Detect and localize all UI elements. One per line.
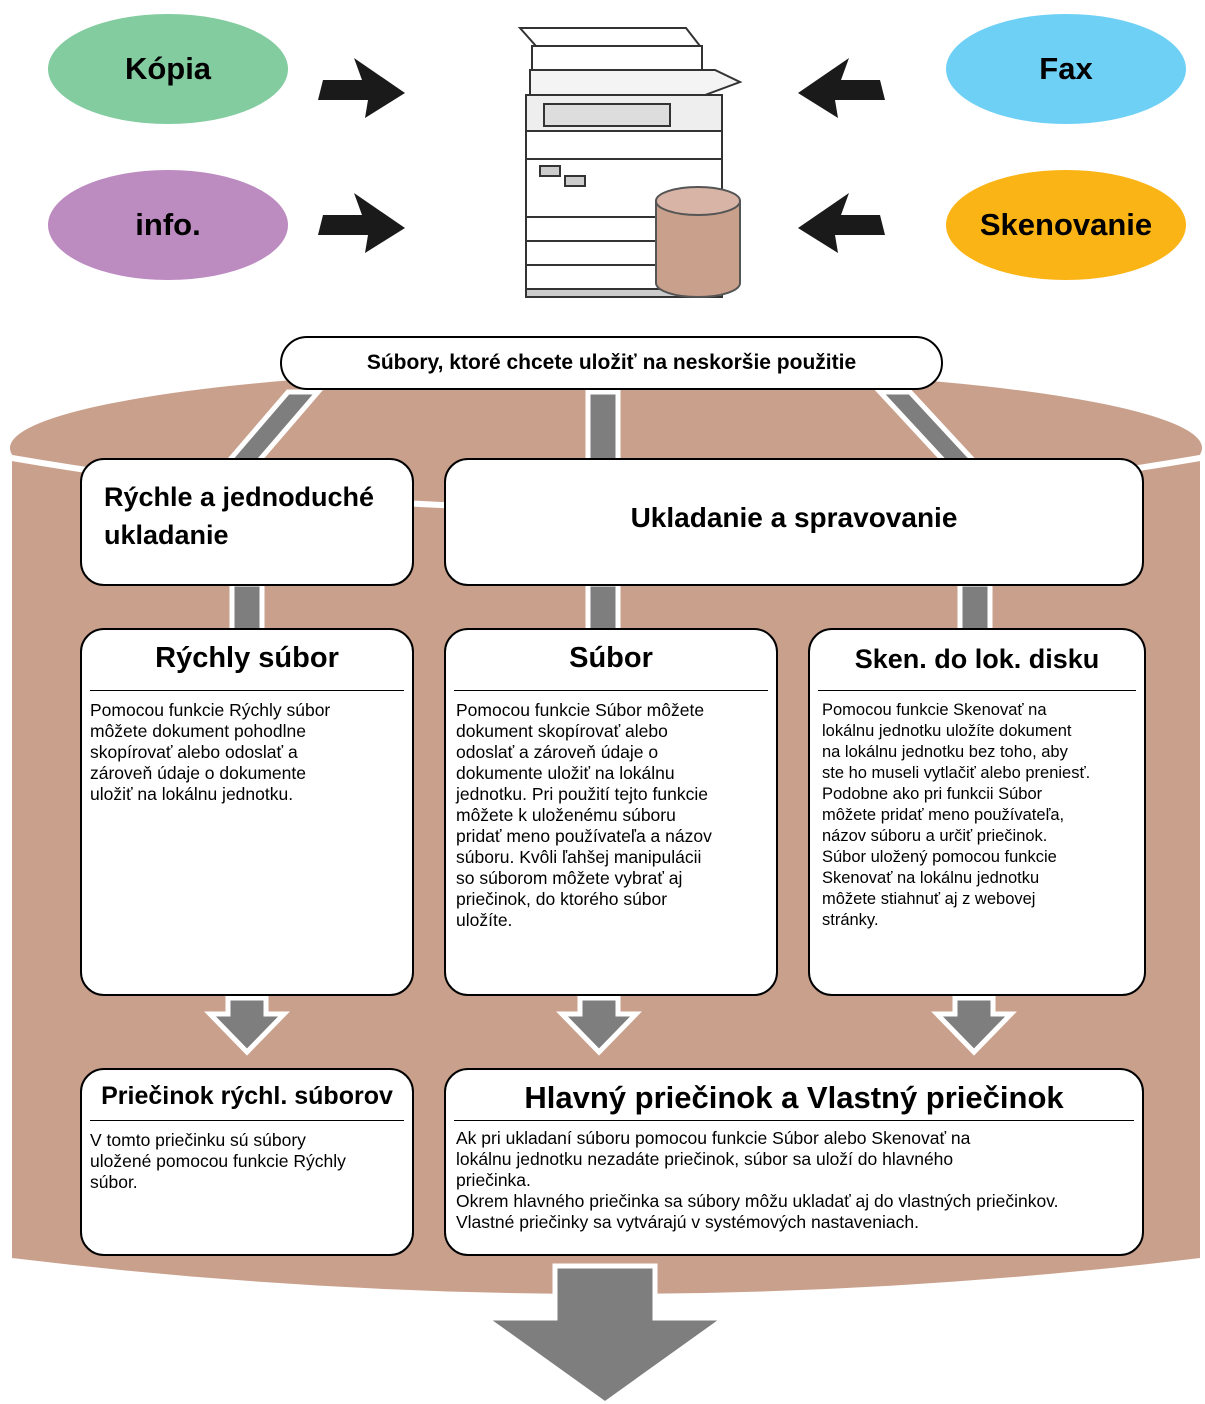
quick-file-text: Pomocou funkcie Rýchly súbor môžete doku… <box>90 700 331 804</box>
scan-local-text: Pomocou funkcie Skenovať na lokálnu jedn… <box>822 701 1091 929</box>
storage-label: Súbory, ktoré chcete uložiť na neskoršie… <box>280 336 943 390</box>
file-title: Súbor <box>569 642 653 674</box>
file-divider <box>454 690 768 691</box>
store-manage-box: Ukladanie a spravovanie <box>444 458 1144 586</box>
down-arrow-file <box>556 995 642 1056</box>
source-kopia-label: Kópia <box>124 51 212 86</box>
main-folder-box: Hlavný priečinok a Vlastný priečinok Ak … <box>444 1068 1144 1256</box>
source-info-label: info. <box>135 207 201 242</box>
quick-store-title: Rýchle a jednoduché ukladanie <box>104 482 375 550</box>
source-info: info. <box>48 170 288 280</box>
quick-folder-divider <box>90 1120 404 1121</box>
arrow-kopia <box>318 58 405 118</box>
quick-file-divider <box>90 690 404 691</box>
connector-file <box>585 581 621 637</box>
store-manage-title: Ukladanie a spravovanie <box>630 502 958 533</box>
arrow-skenovanie <box>798 193 885 253</box>
scan-local-title: Sken. do lok. disku <box>854 644 1100 674</box>
quick-folder-box: Priečinok rýchl. súborov V tomto priečin… <box>80 1068 414 1256</box>
quick-file-title: Rýchly súbor <box>155 642 339 674</box>
bottom-arrow <box>477 1263 733 1404</box>
file-text: Pomocou funkcie Súbor môžete dokument sk… <box>456 700 712 930</box>
scan-local-box: Sken. do lok. disku Pomocou funkcie Sken… <box>808 628 1146 996</box>
connector-quick <box>229 581 265 637</box>
down-arrow-quick <box>204 995 290 1056</box>
main-folder-title: Hlavný priečinok a Vlastný priečinok <box>524 1080 1064 1115</box>
source-kopia: Kópia <box>48 14 288 124</box>
main-folder-text: Ak pri ukladaní súboru pomocou funkcie S… <box>456 1128 1059 1232</box>
connector-scan <box>957 581 993 637</box>
source-fax: Fax <box>946 14 1186 124</box>
down-arrow-scan <box>931 995 1017 1056</box>
source-fax-label: Fax <box>1039 51 1093 86</box>
source-skenovanie: Skenovanie <box>946 170 1186 280</box>
quick-store-box: Rýchle a jednoduché ukladanie <box>80 458 414 586</box>
scan-local-divider <box>818 690 1136 691</box>
arrow-fax <box>798 58 885 118</box>
quick-folder-text: V tomto priečinku sú súbory uložené pomo… <box>90 1130 346 1192</box>
quick-file-box: Rýchly súbor Pomocou funkcie Rýchly súbo… <box>80 628 414 996</box>
arrow-info <box>318 193 405 253</box>
main-folder-divider <box>454 1120 1134 1121</box>
quick-folder-title: Priečinok rýchl. súborov <box>101 1082 393 1110</box>
source-skenovanie-label: Skenovanie <box>979 207 1153 242</box>
file-box: Súbor Pomocou funkcie Súbor môžete dokum… <box>444 628 778 996</box>
printer-illustration <box>517 27 743 298</box>
